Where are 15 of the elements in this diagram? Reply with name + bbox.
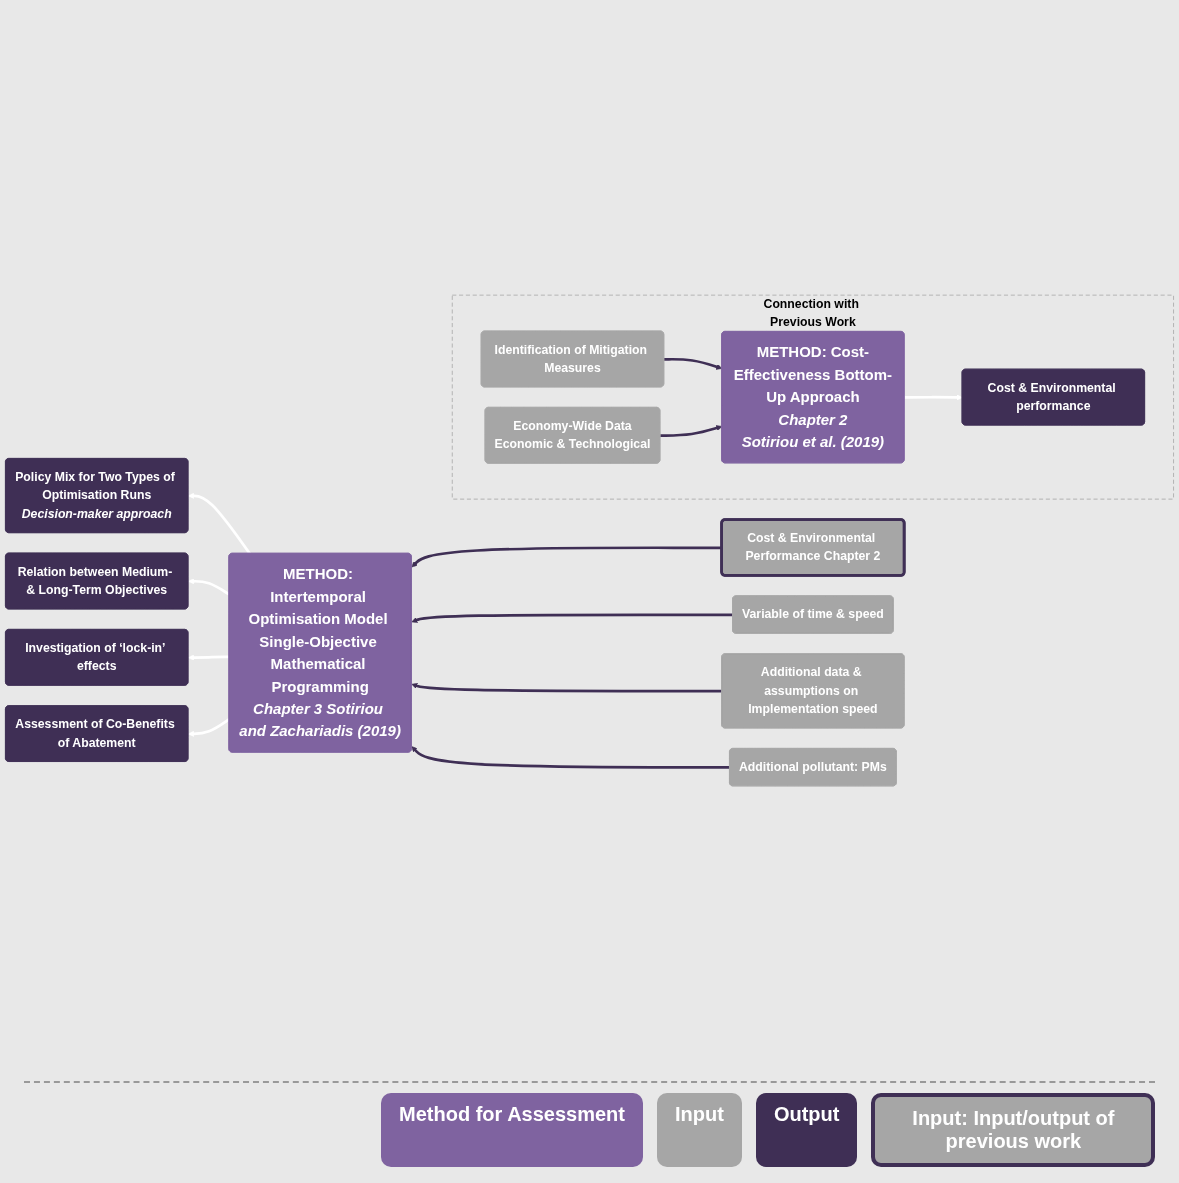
arrow: [411, 683, 722, 693]
arrow: [664, 357, 723, 370]
legend-item: Input: [657, 1093, 742, 1167]
arrow: [411, 613, 733, 623]
legend-item: Method for Assessment: [381, 1093, 643, 1167]
arrow: [188, 718, 230, 737]
arrow: [188, 654, 230, 661]
legend-item: Output: [755, 1093, 858, 1167]
arrow: [904, 394, 963, 401]
arrow: [660, 425, 723, 437]
legend-item: Input: Input/output of previous work: [871, 1093, 1156, 1167]
arrow: [411, 546, 722, 568]
arrow: [188, 492, 251, 555]
arrow: [411, 746, 730, 769]
arrow: [188, 578, 230, 596]
